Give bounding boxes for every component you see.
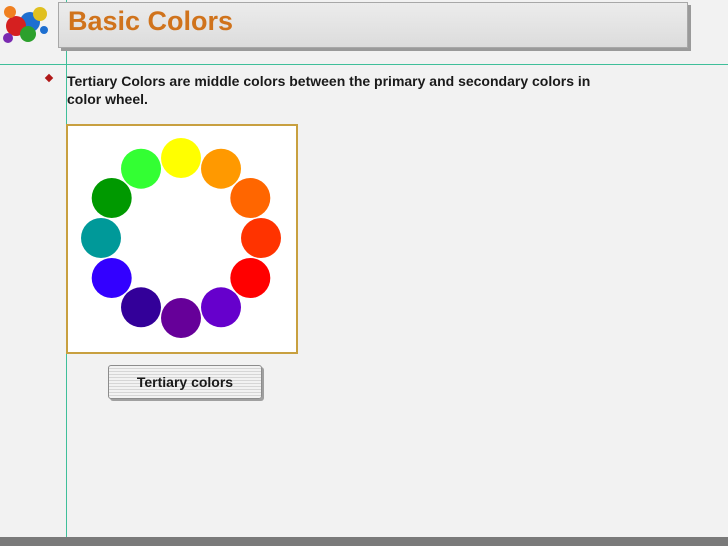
color-circle	[230, 258, 271, 298]
color-circle	[91, 258, 132, 298]
color-circle	[121, 148, 161, 189]
color-circle	[81, 218, 121, 258]
tertiary-colors-caption: Tertiary colors	[108, 365, 262, 399]
color-circle	[91, 178, 132, 218]
color-wheel-frame	[66, 124, 298, 354]
color-circle	[121, 287, 161, 328]
bullet-marker	[44, 73, 54, 83]
color-wheel	[81, 138, 281, 338]
title-bar	[58, 2, 688, 48]
slide-title: Basic Colors	[68, 6, 234, 36]
horizontal-guide-line	[0, 64, 728, 65]
color-circle	[241, 218, 281, 258]
color-circle	[201, 287, 241, 328]
color-circle	[201, 148, 241, 189]
color-circle	[161, 138, 201, 178]
paint-splash-logo	[3, 6, 48, 43]
bottom-bar	[0, 537, 728, 546]
bullet-text: Tertiary Colors are middle colors betwee…	[67, 73, 591, 107]
color-circle	[230, 178, 271, 218]
color-circle	[161, 298, 201, 338]
